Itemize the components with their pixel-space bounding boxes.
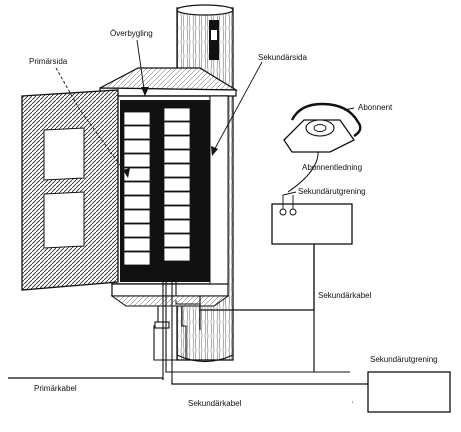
primarsida-leader: [55, 67, 129, 177]
label-primarsida: Primärsida: [29, 57, 68, 66]
secondary-junction-box-2: [367, 371, 451, 413]
label-sekundarkabel-bottom: Sekundärkabel: [188, 399, 242, 408]
sekundarsida-arrow: [211, 146, 218, 156]
primary-terminal-strip: [123, 111, 151, 266]
overbygling-leader: [136, 39, 146, 97]
door-window-upper: [43, 127, 85, 181]
leader-lines: [55, 39, 355, 177]
label-primarkabel: Primärkabel: [34, 384, 77, 393]
label-abonnentledning: Abonnentledning: [302, 163, 362, 172]
secondary-junction-box-1: [271, 191, 353, 245]
subscriber-line: [287, 149, 319, 193]
svg-text:': ': [352, 402, 353, 408]
secondary-cable-lower: [171, 380, 368, 385]
cabinet-roof: [99, 67, 239, 97]
primarsida-arrow: [123, 168, 130, 178]
label-overbygling: Överbygling: [110, 29, 153, 38]
cabinet-base: [110, 283, 230, 307]
overbygling-arrow: [141, 87, 149, 96]
label-sekundarutgrening-2: Sekundärutgrening: [370, 355, 438, 364]
label-sekundarsida: Sekundärsida: [258, 53, 307, 62]
label-sekundarkabel-right: Sekundärkabel: [318, 291, 372, 300]
telephone-icon: [283, 102, 362, 153]
abonnent-leader: [343, 107, 355, 111]
secondary-terminal-strip: [163, 107, 191, 262]
cable-duct: v: [153, 261, 350, 380]
label-sekundarutgrening-1: Sekundärutgrening: [298, 187, 366, 196]
primary-cable-line: [8, 377, 164, 380]
door-window-lower: [43, 191, 85, 249]
sekundarsida-leader: [211, 61, 263, 155]
cabinet-door: [21, 89, 119, 291]
label-abonnent: Abonnent: [358, 103, 393, 112]
svg-text:v: v: [167, 269, 171, 278]
